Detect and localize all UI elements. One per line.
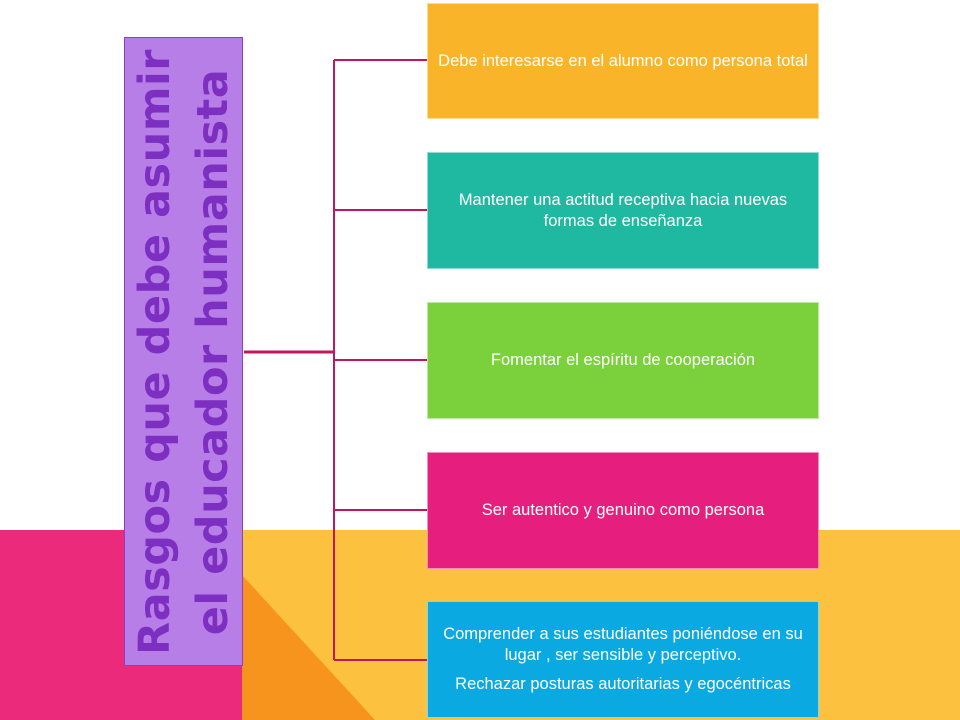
- title-line-1: Rasgos que debe asumir: [129, 48, 180, 655]
- title-box: Rasgos que debe asumir el educador human…: [124, 37, 243, 666]
- trait-text: Debe interesarse en el alumno como perso…: [438, 51, 808, 70]
- trait-box-4: Ser autentico y genuino como persona: [427, 452, 819, 569]
- trait-text: Rechazar posturas autoritarias y egocént…: [455, 675, 791, 693]
- bg-orange-triangle: [242, 575, 375, 720]
- trait-text: Mantener una actitud receptiva hacia nue…: [458, 190, 788, 230]
- trait-box-2: Mantener una actitud receptiva hacia nue…: [427, 152, 819, 269]
- trait-box-1: Debe interesarse en el alumno como perso…: [427, 3, 819, 119]
- trait-text: Ser autentico y genuino como persona: [481, 501, 765, 519]
- trait-text: Comprender a sus estudiantes poniéndose …: [443, 625, 803, 664]
- title-text: Rasgos que debe asumir el educador human…: [126, 47, 242, 657]
- trait-box-5: Comprender a sus estudiantes poniéndose …: [427, 601, 819, 718]
- trait-text: Fomentar el espíritu de cooperación: [490, 351, 756, 369]
- title-line-2: el educador humanista: [187, 68, 238, 635]
- trait-box-3: Fomentar el espíritu de cooperación: [427, 302, 819, 419]
